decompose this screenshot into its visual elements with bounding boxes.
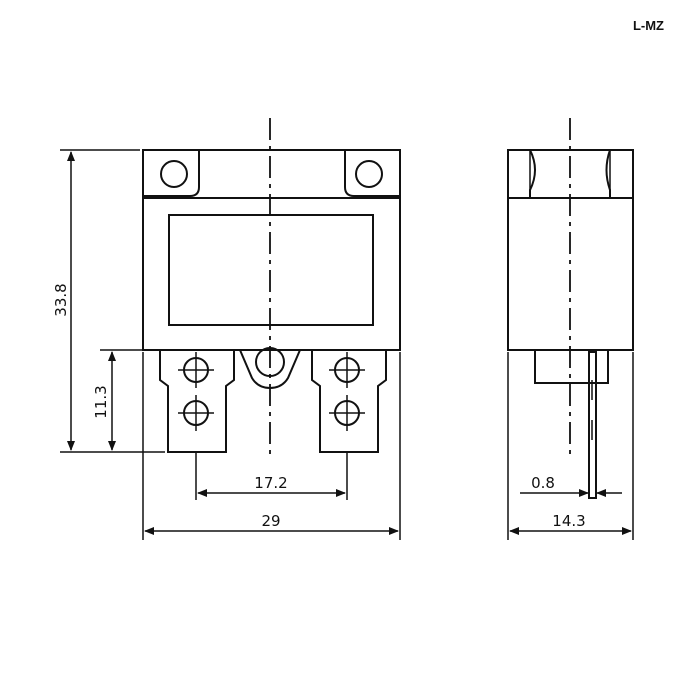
right-terminal <box>311 350 387 453</box>
model-label: L-MZ <box>633 18 664 33</box>
front-view <box>142 118 401 455</box>
side-terminal-tab <box>588 351 597 499</box>
dim-terminal-spacing-label: 17.2 <box>254 474 287 492</box>
right-mounting-hole <box>355 160 383 188</box>
dim-tab-thickness: 0.8 <box>520 474 622 497</box>
right-mounting-ear <box>344 150 400 197</box>
dim-body-width-label: 29 <box>261 512 280 530</box>
side-view <box>507 118 634 499</box>
dim-height-total-label: 33.8 <box>52 283 70 316</box>
left-terminal <box>159 350 235 453</box>
dim-body-width: 29 <box>142 352 401 540</box>
dim-tab-thickness-label: 0.8 <box>531 474 555 492</box>
dim-terminal-height-label: 11.3 <box>92 385 110 418</box>
left-mounting-hole <box>160 160 188 188</box>
side-terminal-stub <box>534 350 609 384</box>
left-mounting-ear <box>143 150 200 197</box>
dim-side-depth-label: 14.3 <box>552 512 585 530</box>
dim-side-depth: 14.3 <box>507 352 634 540</box>
front-body-outline <box>142 149 401 351</box>
dim-terminal-height: 11.3 <box>92 349 158 451</box>
dim-height-total: 33.8 <box>52 149 165 453</box>
dim-terminal-spacing: 17.2 <box>195 452 348 500</box>
front-window <box>168 214 374 326</box>
